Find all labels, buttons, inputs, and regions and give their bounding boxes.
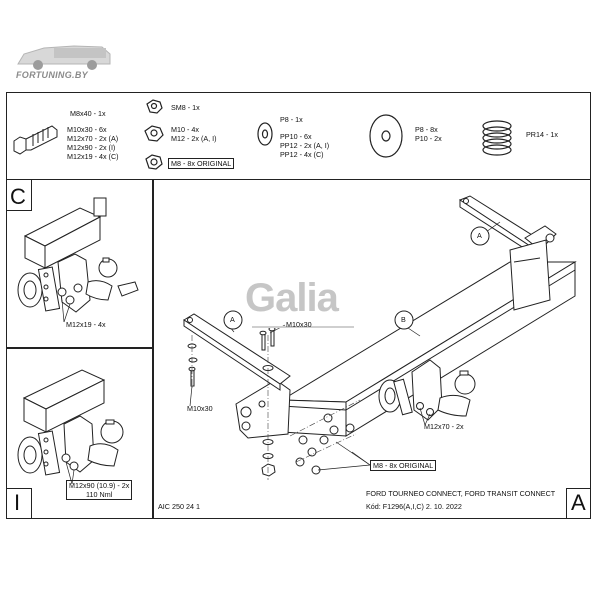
bracket-a-left-callout bbox=[223, 310, 243, 330]
panel-divider-horizontal bbox=[6, 347, 153, 349]
left-bolt-stack bbox=[259, 326, 276, 477]
nut-m12-label: M12 - 2x (A, I) bbox=[171, 134, 217, 143]
panel-c-letter-box bbox=[6, 179, 32, 211]
bracket-a-left-letter: A bbox=[230, 315, 235, 324]
washer-p8-label: P8 - 1x bbox=[280, 115, 303, 124]
bracket-a-top-callout bbox=[470, 226, 490, 246]
p8-washer-icon bbox=[257, 122, 273, 146]
bolt-m12x90-label: M12x90 - 2x (I) bbox=[67, 143, 116, 152]
nut-sm8-label: SM8 - 1x bbox=[171, 103, 200, 112]
m10-nut-icon bbox=[144, 125, 164, 142]
spring-washer-icon bbox=[482, 120, 512, 156]
panel-i-letter-box bbox=[6, 488, 32, 519]
beam-b-letter: B bbox=[401, 315, 406, 324]
panel-i-bolt-spec: M12x90 (10.9) - 2x bbox=[69, 481, 130, 490]
large-washer-icon bbox=[369, 114, 403, 158]
corner-letter-box bbox=[566, 488, 591, 519]
watermark-text: FORTUNING.BY bbox=[16, 70, 88, 80]
panel-divider-vertical bbox=[152, 179, 154, 519]
nuts-m8-original-label: M8 - 8x ORIGINAL bbox=[370, 460, 437, 471]
panel-i-bolt-label: M12x90 (10.9) - 2x 110 Nml bbox=[66, 480, 133, 500]
bolt-m12x70-label: M12x70 - 2x (A) bbox=[67, 134, 119, 143]
bolt-m10x30-top-label: M10x30 bbox=[286, 320, 312, 329]
beam-b-callout bbox=[394, 310, 414, 330]
panel-i-torque: 110 Nml bbox=[86, 490, 113, 499]
sm8-nut-icon bbox=[146, 99, 163, 114]
bracket-a-top-letter: A bbox=[477, 231, 482, 240]
vehicle-models: FORD TOURNEO CONNECT, FORD TRANSIT CONNE… bbox=[366, 489, 556, 498]
panel-i-letter: I bbox=[14, 490, 21, 515]
panel-c-letter: C bbox=[10, 184, 26, 209]
bolt-m12x70-label: M12x70 - 2x bbox=[424, 422, 464, 431]
drawing-frame bbox=[6, 179, 591, 519]
code-and-date: Kód: F1296(A,I,C) 2. 10. 2022 bbox=[366, 502, 462, 511]
drawing-code: AIC 250 24 1 bbox=[158, 502, 200, 511]
bolt-m10x30-label: M10x30 - 6x bbox=[67, 125, 107, 134]
bolt-icon bbox=[13, 125, 58, 155]
washer-large-p10-label: P10 - 2x bbox=[415, 134, 442, 143]
nut-m10-label: M10 - 4x bbox=[171, 125, 199, 134]
washer-large-p8-label: P8 - 8x bbox=[415, 125, 438, 134]
washer-pp12-c-label: PP12 - 4x (C) bbox=[280, 150, 324, 159]
panel-c-bolt-label: M12x19 - 4x bbox=[66, 320, 106, 329]
galia-logo-underline bbox=[252, 326, 354, 328]
bolt-m10x30-left-label: M10x30 bbox=[187, 404, 213, 413]
far-left-bolt-stack bbox=[187, 343, 198, 387]
car-silhouette-icon bbox=[17, 45, 111, 70]
bolt-m12x19-label: M12x19 - 4x (C) bbox=[67, 152, 119, 161]
right-nut-stack bbox=[295, 413, 355, 475]
bolt-m8x40-label: M8x40 - 1x bbox=[70, 109, 106, 118]
corner-letter: A bbox=[571, 490, 586, 515]
watermark-logo: FORTUNING.BY bbox=[14, 38, 114, 83]
washer-pp12-ai-label: PP12 - 2x (A, I) bbox=[280, 141, 330, 150]
m8-original-nut-icon bbox=[145, 154, 163, 170]
spring-washer-label: PR14 - 1x bbox=[526, 130, 558, 139]
washer-pp10-label: PP10 - 6x bbox=[280, 132, 312, 141]
galia-logo: Galia bbox=[245, 276, 339, 320]
nut-m8-original-label: M8 - 8x ORIGINAL bbox=[168, 158, 235, 169]
